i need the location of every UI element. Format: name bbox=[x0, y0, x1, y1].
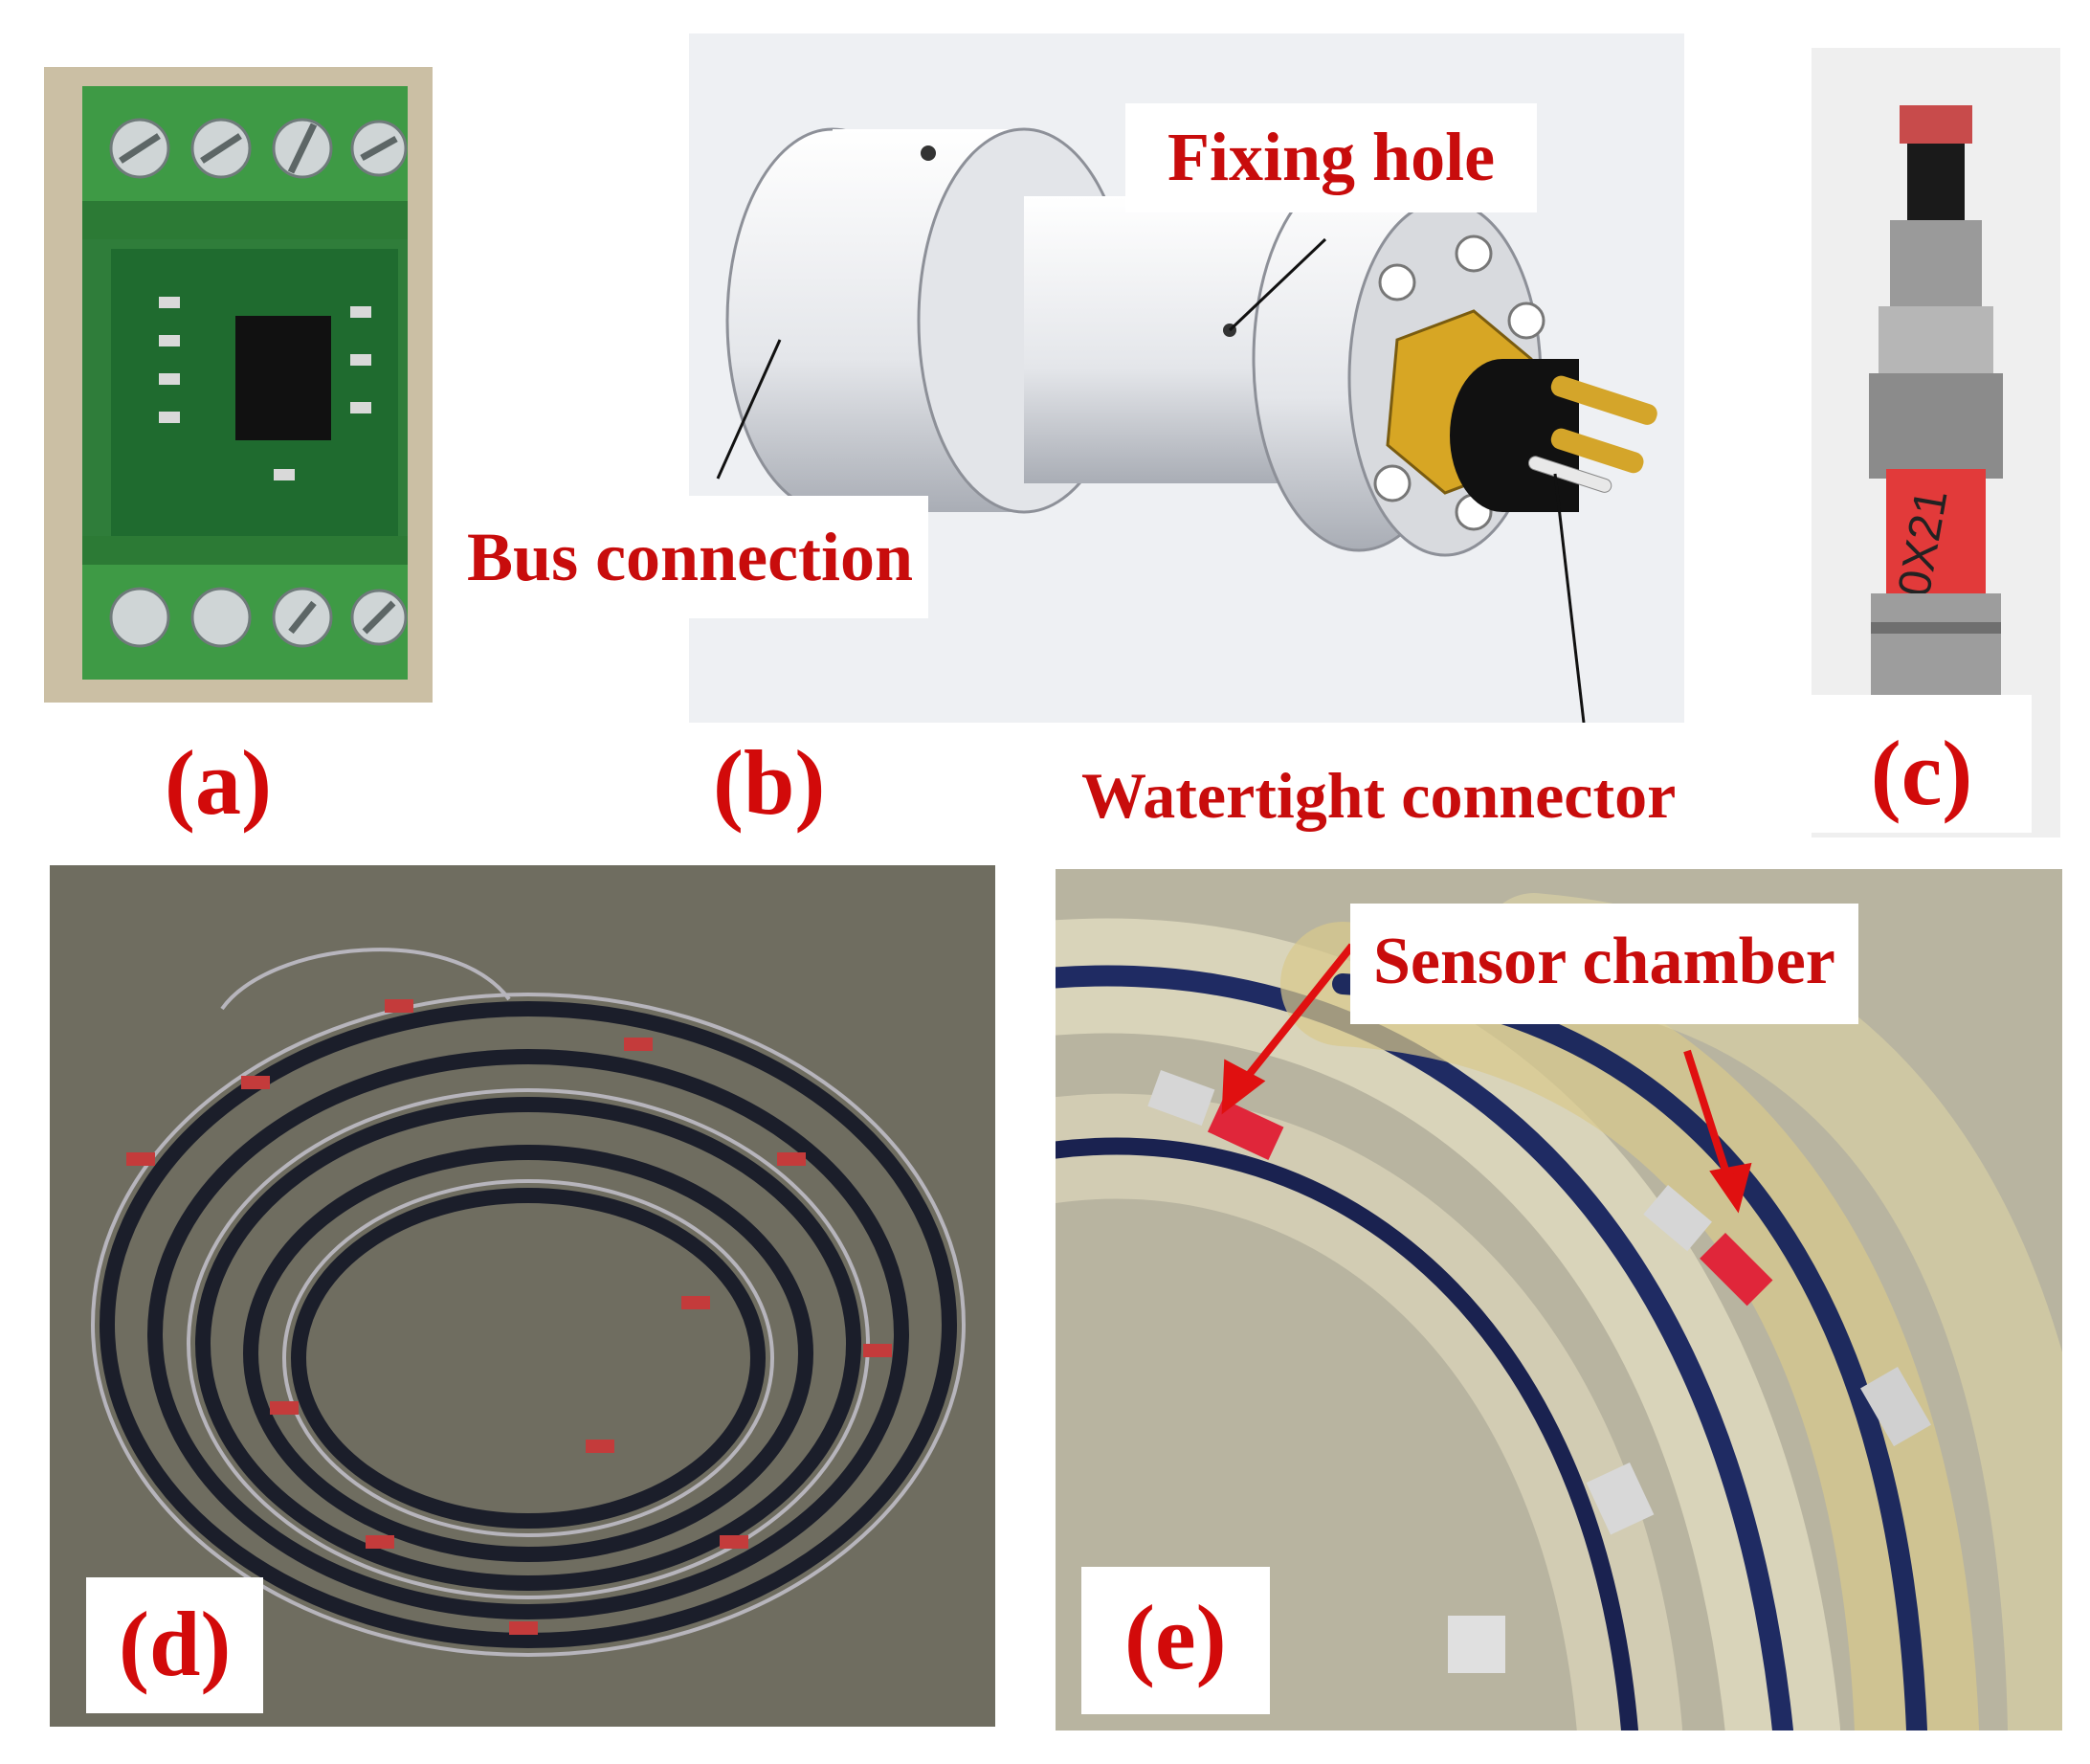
panel-label-b: (b) bbox=[713, 731, 826, 834]
panel-label-a: (a) bbox=[165, 731, 272, 834]
callout-bus-connection: Bus connection bbox=[452, 496, 929, 618]
panel-label-d: (d) bbox=[86, 1577, 264, 1713]
callout-sensor-chamber: Sensor chamber bbox=[1350, 904, 1858, 1024]
pcb-illustration bbox=[44, 67, 433, 703]
callout-fixing-hole: Fixing hole bbox=[1125, 103, 1538, 212]
panel-label-e: (e) bbox=[1081, 1567, 1270, 1714]
panel-a-pcb-photo bbox=[44, 67, 433, 703]
coiled-tube-illustration bbox=[50, 865, 995, 1727]
panel-d-coiled-tube-photo bbox=[50, 865, 995, 1727]
callout-watertight-connector: Watertight connector bbox=[1081, 759, 1677, 832]
panel-label-c: (c) bbox=[1812, 695, 2032, 833]
